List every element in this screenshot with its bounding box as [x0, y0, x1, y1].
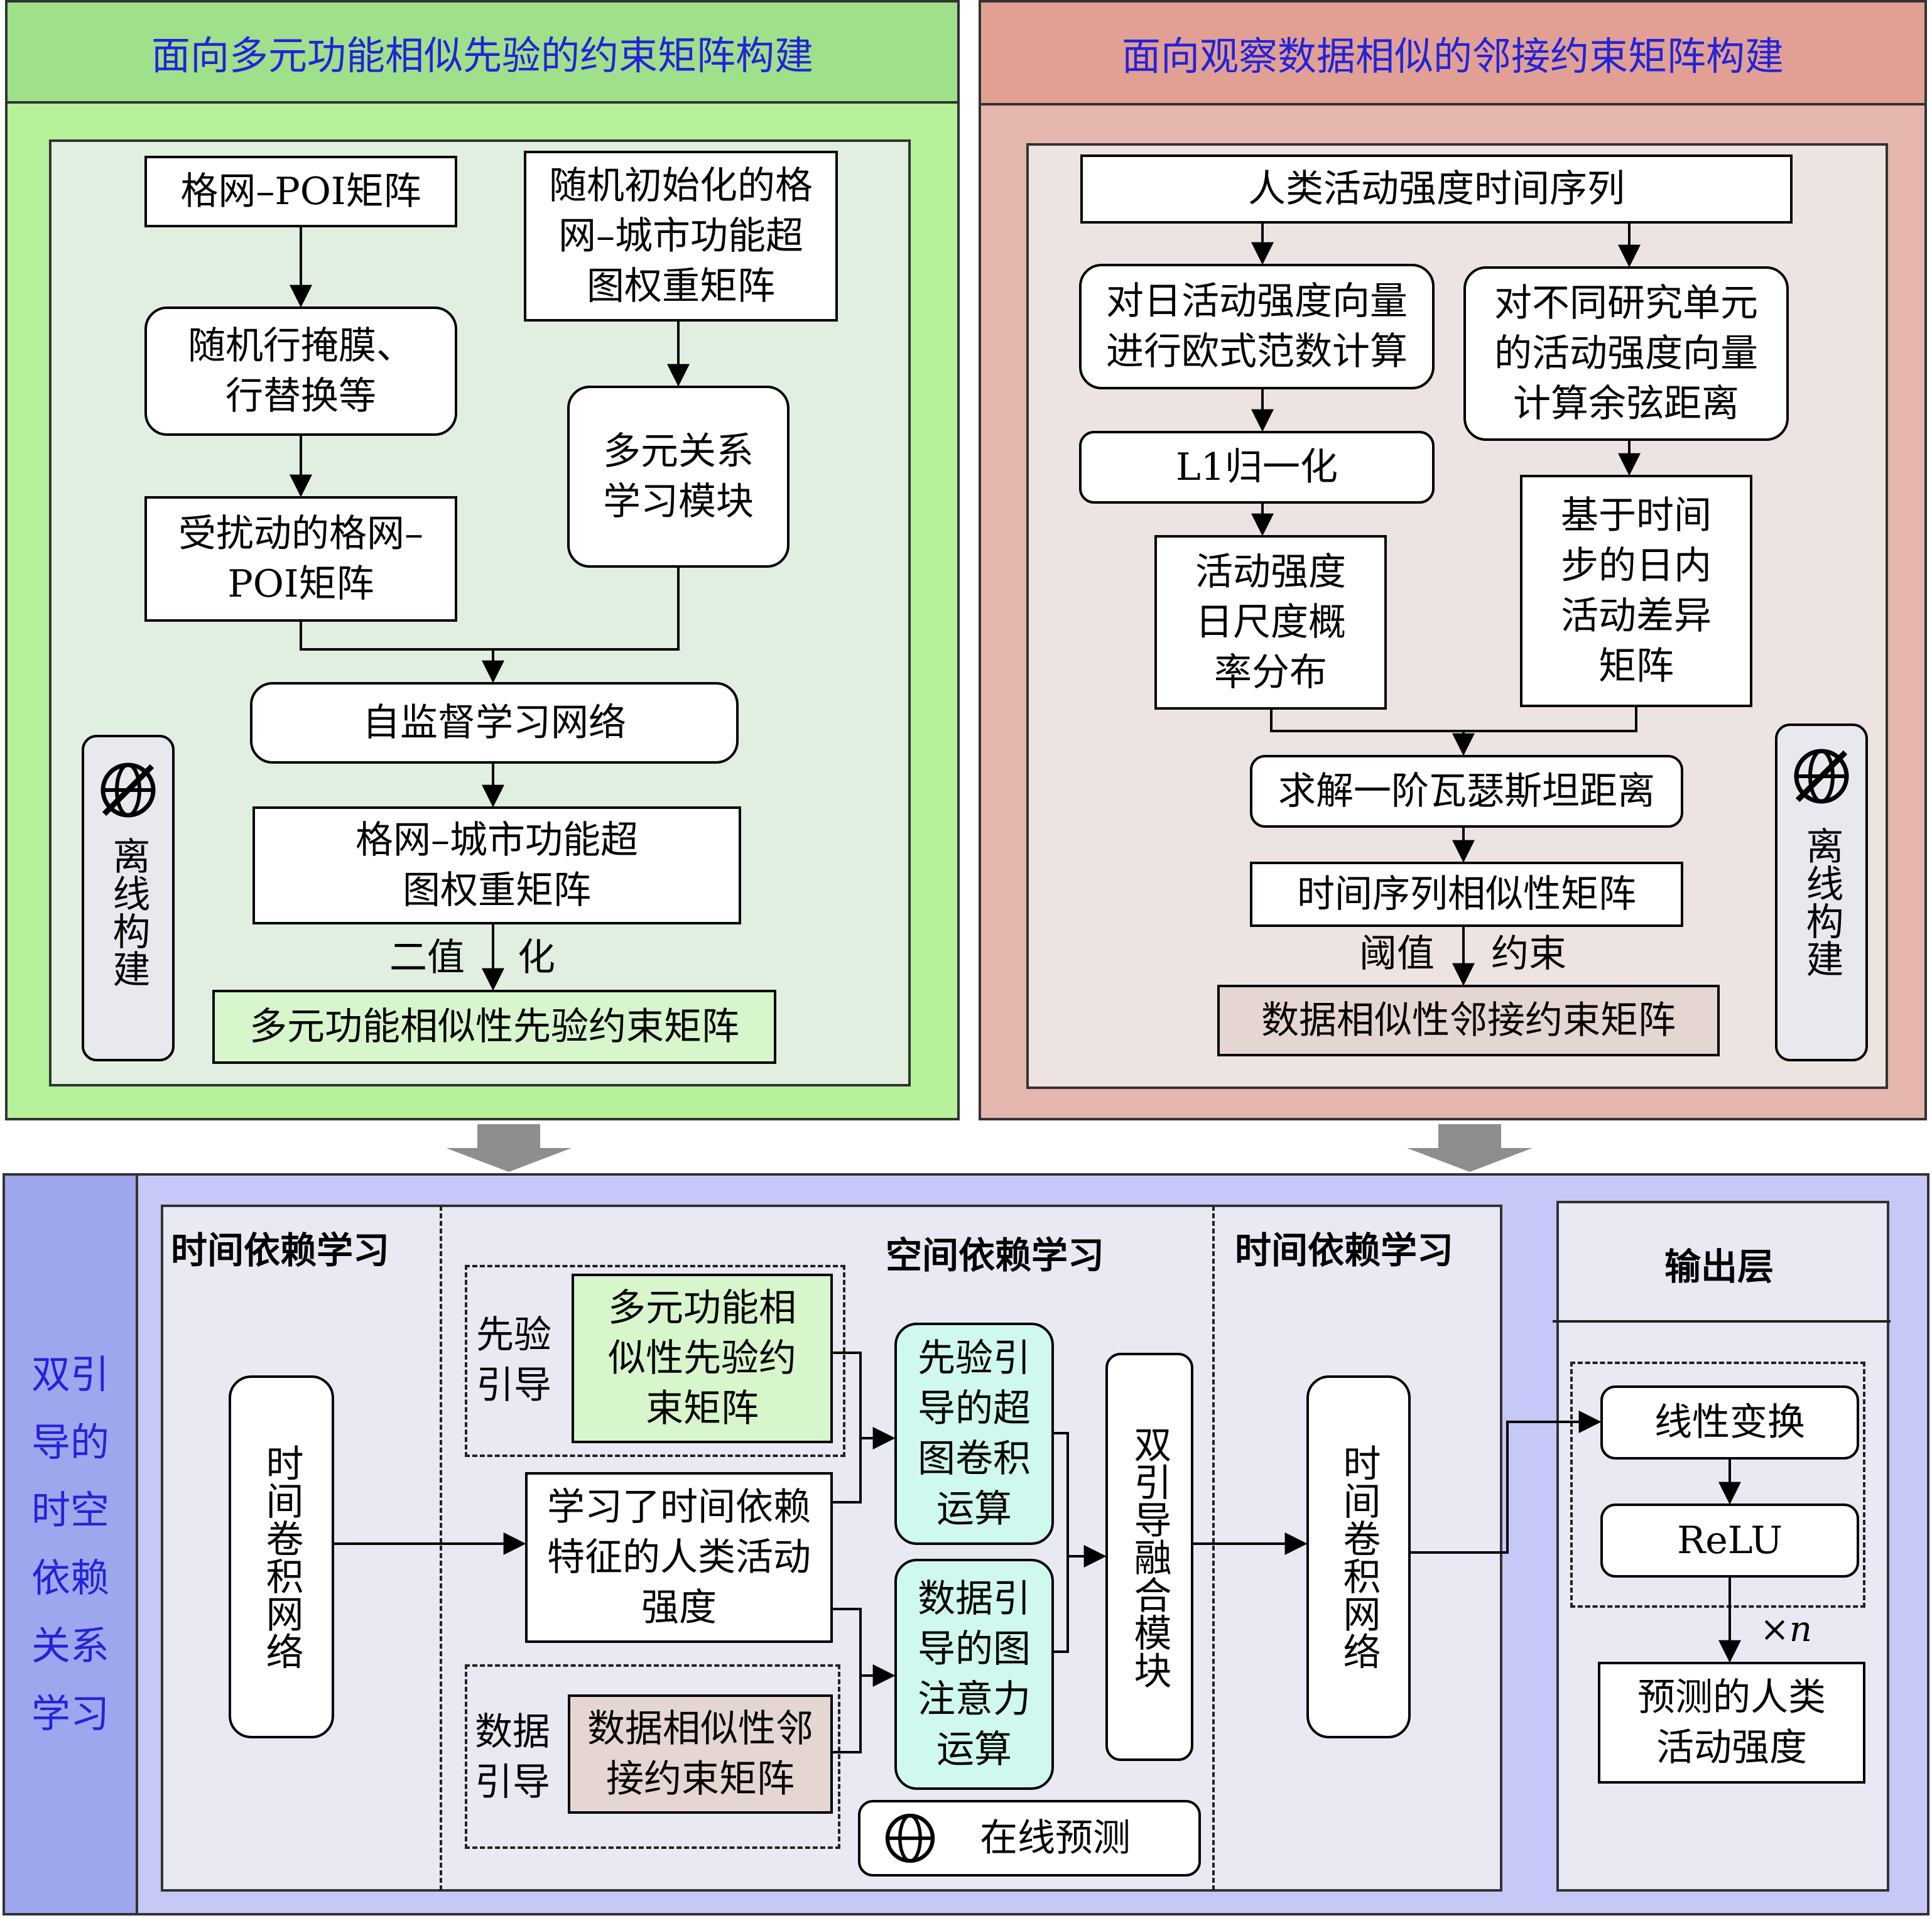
online-prediction-badge: 在线预测 — [858, 1800, 1201, 1877]
threshold-label-b: 约束 — [1491, 932, 1566, 976]
times-symbol: × — [1760, 1609, 1789, 1650]
grid-poi-matrix: 格网–POI矩阵 — [144, 156, 457, 227]
offline-label-right: 离线构建 — [1799, 826, 1843, 977]
prob-distribution-box: 活动强度日尺度概率分布 — [1154, 535, 1387, 710]
right-panel-title: 面向观察数据相似的邻接约束矩阵构建 — [979, 0, 1927, 106]
prior-matrix-bottom: 多元功能相似性先验约束矩阵 — [572, 1274, 833, 1443]
data-guide-group — [465, 1664, 840, 1849]
left-panel-title: 面向多元功能相似先验的约束矩阵构建 — [5, 0, 960, 104]
section-temporal-2: 时间依赖学习 — [1235, 1229, 1454, 1272]
wasserstein-box: 求解一阶瓦瑟斯坦距离 — [1250, 755, 1683, 828]
adj-matrix-bottom: 数据相似性邻接约束矩阵 — [568, 1694, 833, 1814]
linear-transform-box: 线性变换 — [1600, 1385, 1859, 1460]
bottom-side-title: 双引导的时空依赖关系学习 — [31, 1352, 109, 1736]
graph-attention-box: 数据引导的图注意力运算 — [894, 1559, 1054, 1790]
tcn-box-1: 时间卷积网络 — [229, 1375, 334, 1738]
offline-icon — [100, 762, 156, 818]
prior-guide-group — [465, 1265, 845, 1457]
l1-normalize-box: L1归一化 — [1079, 431, 1435, 504]
binarize-label-a: 二值 — [389, 936, 465, 980]
dual-guide-fusion: 双引导融合模块 — [1105, 1353, 1193, 1761]
self-supervised-network: 自监督学习网络 — [250, 682, 739, 764]
offline-badge-left: 离线构建 — [82, 735, 175, 1061]
section-temporal-1: 时间依赖学习 — [171, 1229, 390, 1272]
prediction-box: 预测的人类活动强度 — [1598, 1662, 1865, 1784]
learned-activity-box: 学习了时间依赖特征的人类活动强度 — [525, 1472, 833, 1643]
data-guide-label: 数据引导 — [475, 1710, 550, 1804]
row-mask-box: 随机行掩膜、行替换等 — [144, 306, 457, 436]
hypergraph-conv-box: 先验引导的超图卷积运算 — [894, 1323, 1054, 1545]
offline-badge-right: 离线构建 — [1775, 723, 1868, 1061]
threshold-label-a: 阈值 — [1359, 932, 1435, 976]
offline-label-left: 离线构建 — [106, 837, 150, 987]
random-init-matrix: 随机初始化的格网–城市功能超图权重矩阵 — [524, 151, 838, 322]
offline-icon — [1794, 749, 1849, 804]
prior-constraint-matrix: 多元功能相似性先验约束矩阵 — [212, 990, 776, 1064]
time-series-box: 人类活动强度时间序列 — [1080, 154, 1793, 224]
ts-similarity-matrix: 时间序列相似性矩阵 — [1250, 862, 1683, 927]
globe-icon — [885, 1813, 935, 1863]
section-spatial: 空间依赖学习 — [886, 1234, 1105, 1277]
hyper-weight-matrix: 格网–城市功能超图权重矩阵 — [252, 806, 741, 924]
online-prediction-label: 在线预测 — [980, 1816, 1131, 1860]
relu-box: ReLU — [1600, 1504, 1859, 1578]
euclidean-norm-box: 对日活动强度向量进行欧式范数计算 — [1079, 264, 1435, 389]
repeat-times-label: ×n — [1760, 1608, 1812, 1652]
section-output: 输出层 — [1664, 1245, 1774, 1288]
multi-relation-module: 多元关系学习模块 — [567, 386, 790, 568]
perturbed-grid-poi-matrix: 受扰动的格网–POI矩阵 — [144, 496, 457, 622]
diff-matrix-box: 基于时间步的日内活动差异矩阵 — [1520, 475, 1752, 707]
binarize-label-b: 化 — [518, 936, 555, 980]
adjacency-constraint-matrix: 数据相似性邻接约束矩阵 — [1217, 985, 1720, 1056]
times-n: n — [1789, 1609, 1812, 1650]
cosine-distance-box: 对不同研究单元的活动强度向量计算余弦距离 — [1463, 266, 1789, 441]
tcn-box-2: 时间卷积网络 — [1306, 1375, 1411, 1738]
repeat-block — [1570, 1362, 1865, 1608]
bottom-side-bar: 双引导的时空依赖关系学习 — [3, 1173, 138, 1915]
prior-guide-label: 先验引导 — [476, 1313, 551, 1407]
